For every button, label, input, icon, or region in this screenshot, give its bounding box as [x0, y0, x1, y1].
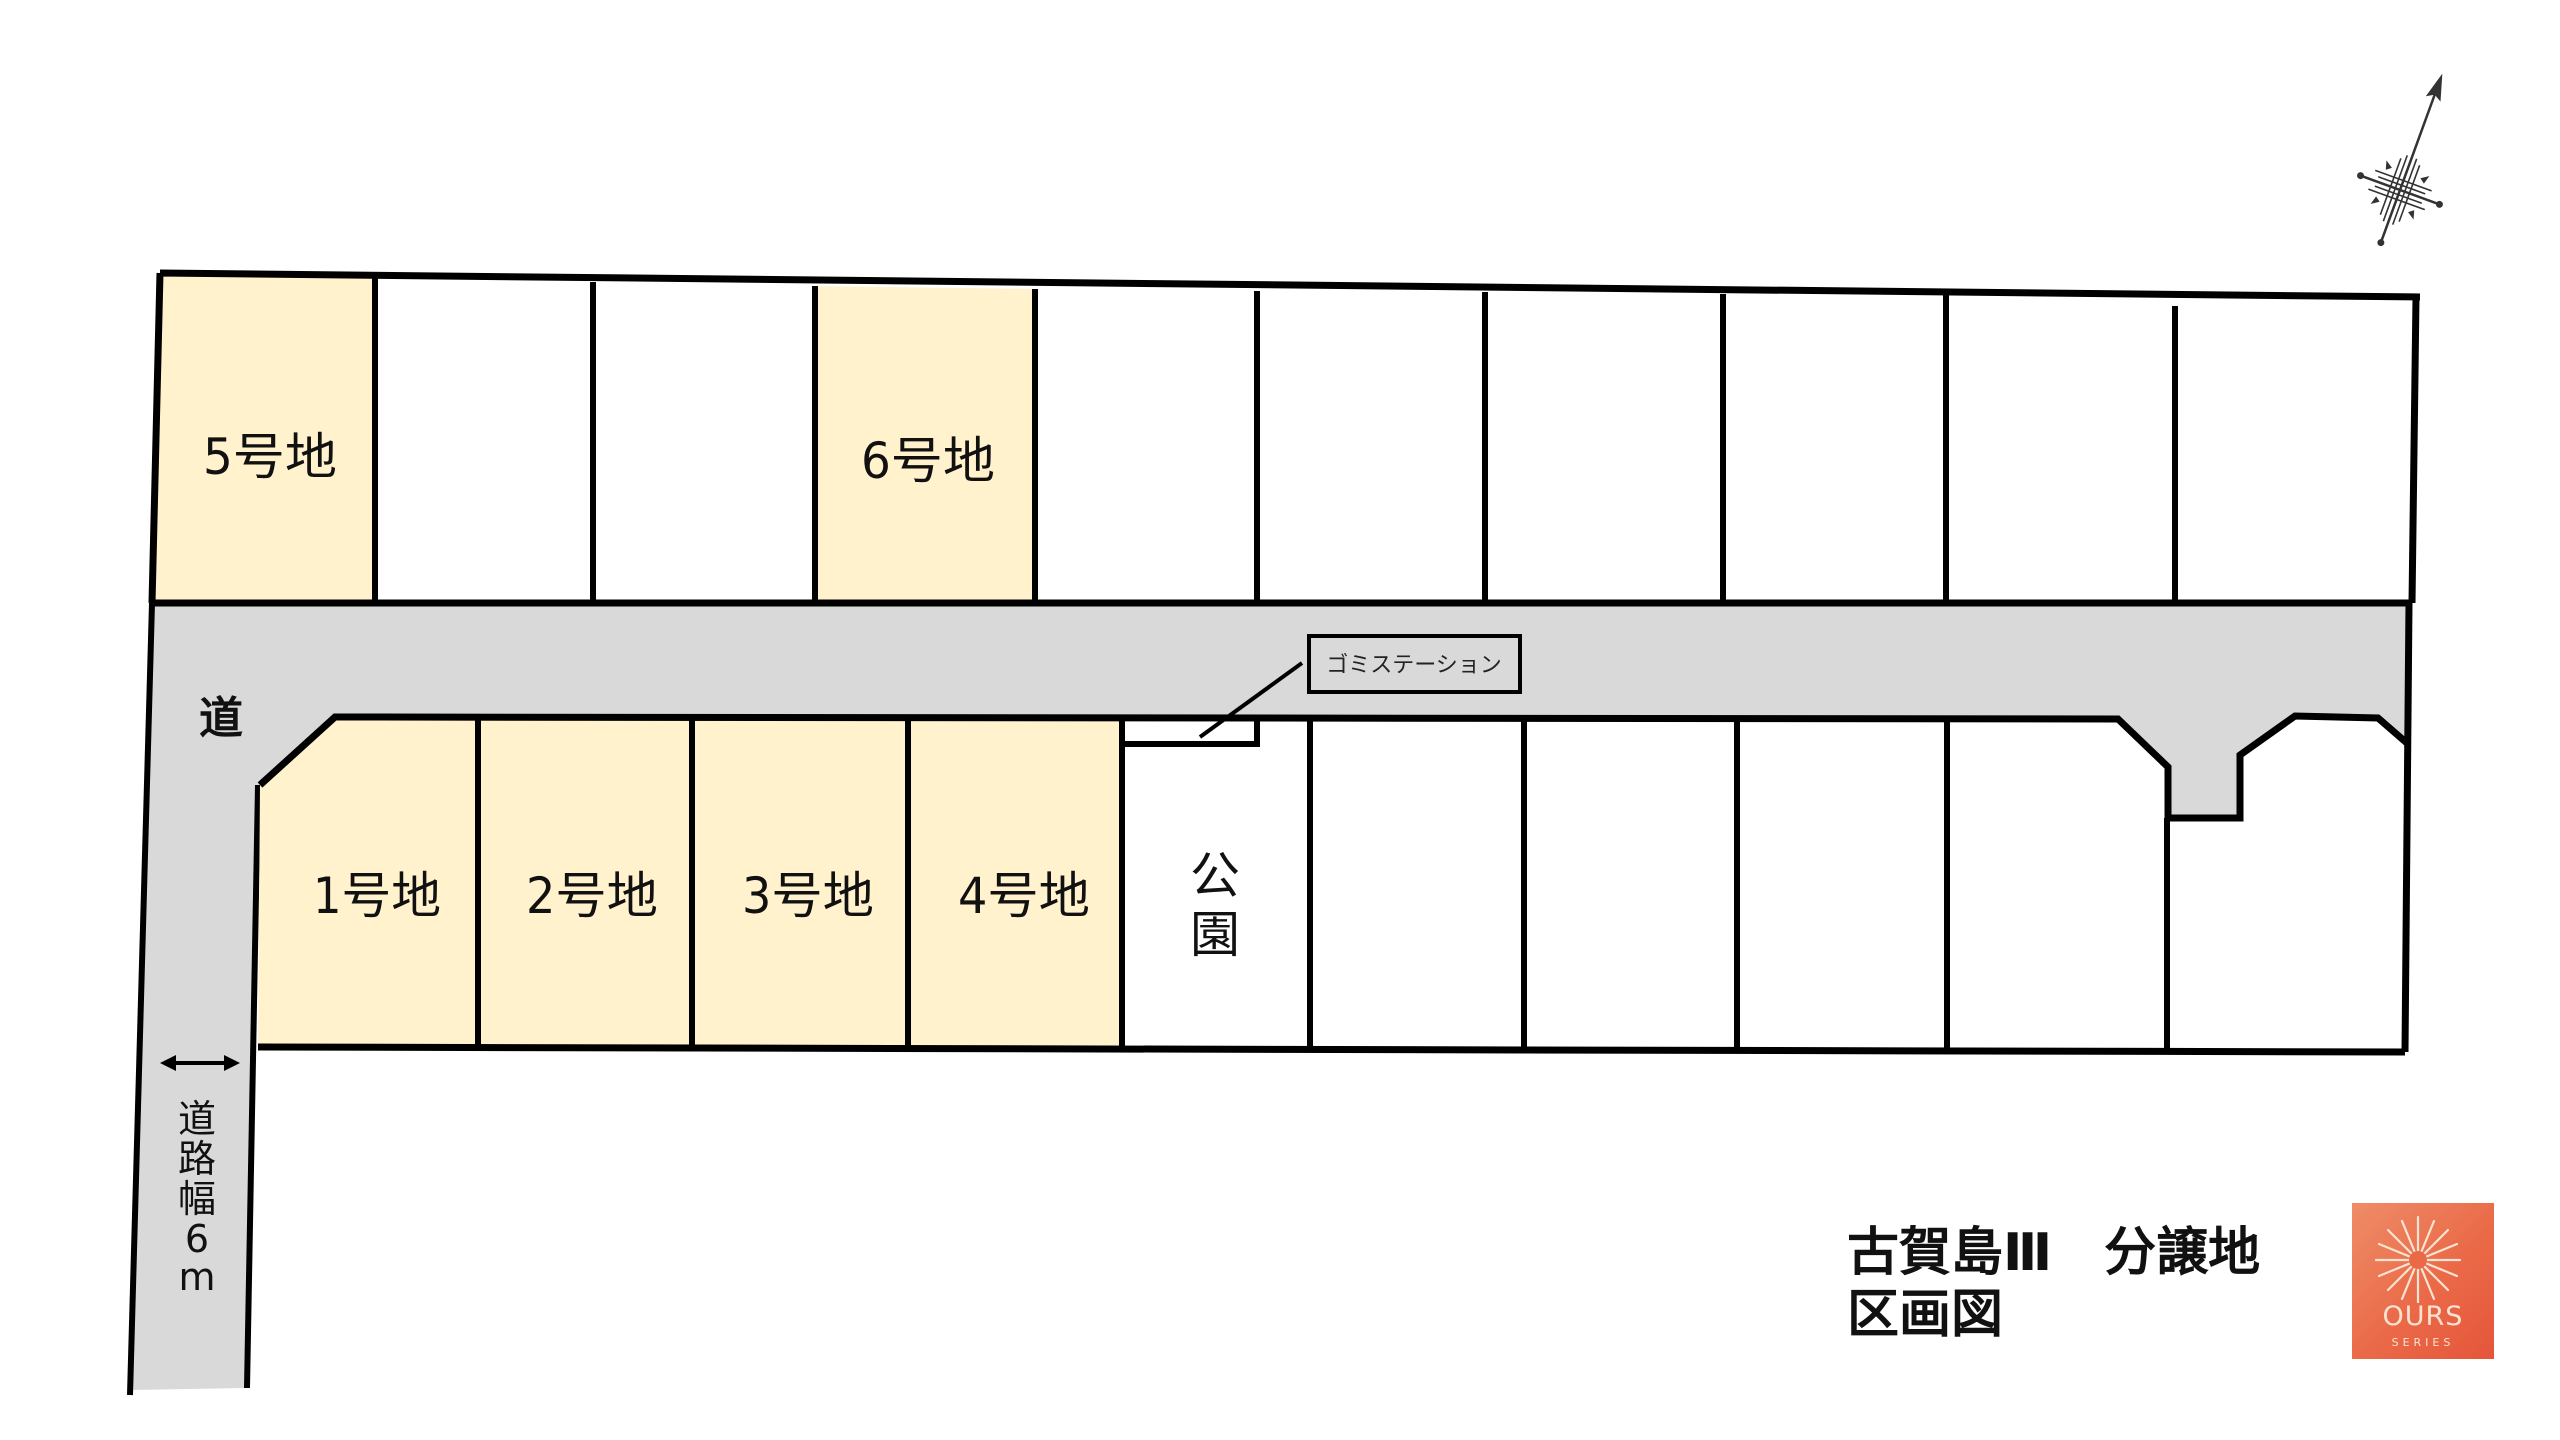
garbage-station-label-box	[1307, 634, 1522, 694]
north-row-lots: 5号地 6号地	[148, 269, 2421, 607]
arrow-left-icon	[160, 1055, 176, 1071]
road-width-char-2: 路	[178, 1137, 216, 1181]
lot-5-label: 5号地	[203, 428, 337, 486]
lot-north-2[interactable]	[375, 278, 593, 603]
road-width-char-1: 道	[178, 1097, 216, 1141]
road-label: 道	[199, 693, 243, 744]
road-width-char-5: m	[178, 1255, 215, 1299]
lot-1-label: 1号地	[313, 867, 441, 925]
road-width-char-4: 6	[185, 1217, 209, 1261]
park-label-char-2: 園	[1190, 906, 1240, 964]
lot-3[interactable]	[692, 718, 908, 1049]
lot-5[interactable]	[154, 273, 375, 603]
sunburst-icon	[2374, 1215, 2462, 1303]
lot-3-label: 3号地	[742, 867, 874, 925]
south-row-lots: 1号地 2号地 3号地 4号地 公 園	[257, 602, 2413, 1056]
lot-6-label: 6号地	[861, 432, 995, 490]
road	[127, 602, 2409, 1396]
plan-title: 古賀島Ⅲ 分譲地 区画図	[1847, 1222, 2260, 1346]
road-width-indicator: 道 路 幅 6 m	[160, 1055, 240, 1299]
lot-6[interactable]	[815, 286, 1035, 603]
ours-series-logo: OURS SERIES	[2352, 1203, 2494, 1359]
plan-title-line-2: 区画図	[1847, 1285, 2004, 1345]
lot-north-3[interactable]	[593, 282, 815, 603]
road-left-edge	[127, 602, 155, 1396]
callout-leader-line	[1198, 661, 1304, 739]
garbage-station-area[interactable]	[1123, 719, 1260, 747]
north-row-outline	[148, 269, 2421, 607]
lot-4[interactable]	[908, 719, 1122, 1050]
logo-text: OURS	[2382, 1301, 2464, 1332]
road-surface	[132, 603, 2409, 1390]
arrow-right-icon	[224, 1055, 240, 1071]
lot-4-label: 4号地	[958, 867, 1090, 925]
road-width-char-3: 幅	[178, 1177, 216, 1221]
south-row-dividers	[475, 717, 2170, 1052]
park[interactable]	[1122, 718, 1310, 1050]
garbage-station-callout: ゴミステーション	[1198, 634, 1522, 739]
plan-title-line-1: 古賀島Ⅲ 分譲地	[1847, 1223, 2261, 1283]
garbage-station-label: ゴミステーション	[1326, 653, 1502, 678]
lot-1[interactable]	[258, 717, 478, 1047]
lot-2[interactable]	[478, 717, 692, 1048]
north-row-dividers	[372, 278, 2178, 603]
lot-2-label: 2号地	[526, 867, 658, 925]
road-right-edge	[244, 784, 261, 1389]
park-label-char-1: 公	[1190, 847, 1240, 905]
logo-subtext: SERIES	[2391, 1336, 2455, 1349]
north-arrow-compass-icon	[2357, 73, 2443, 247]
